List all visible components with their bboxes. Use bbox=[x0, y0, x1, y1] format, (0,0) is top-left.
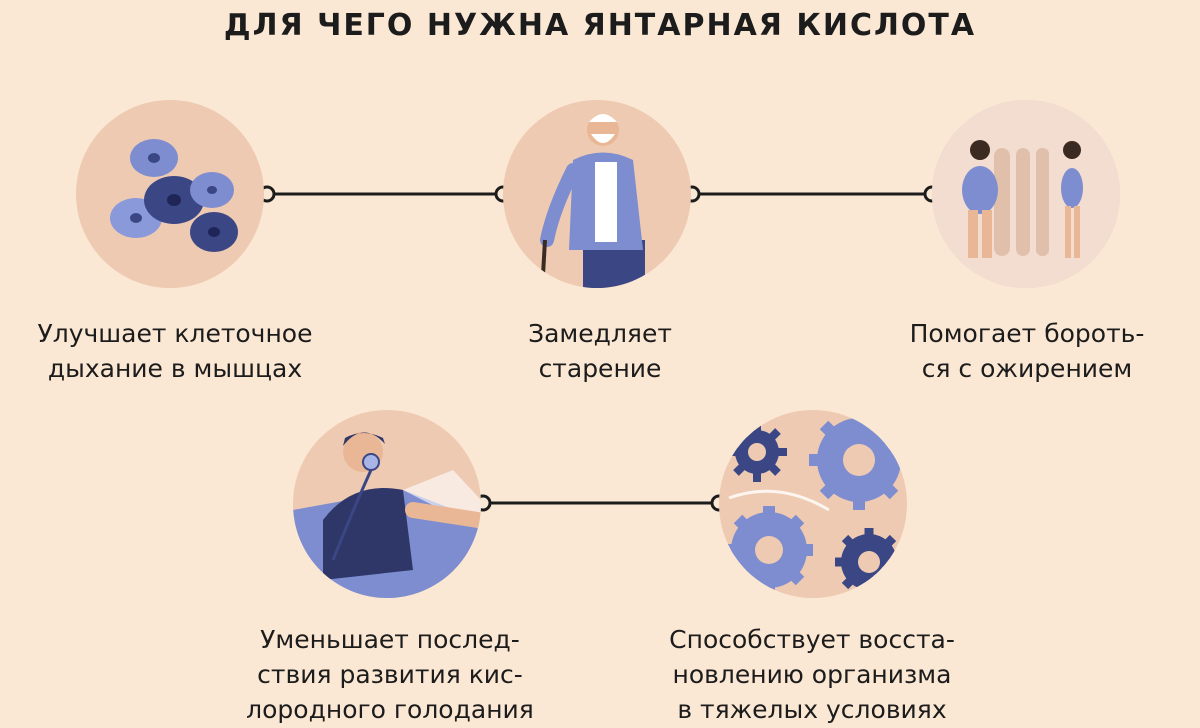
gears-illustration bbox=[719, 410, 907, 598]
caption-line: лородного голодания bbox=[246, 695, 534, 724]
elderly-man-illustration bbox=[503, 100, 691, 288]
caption-line: Улучшает клеточное bbox=[37, 319, 313, 348]
caption-line: Замедляет bbox=[528, 319, 672, 348]
caption-line: старение bbox=[538, 354, 662, 383]
caption-line: ся с ожирением bbox=[921, 354, 1133, 383]
caption-line: в тяжелых условиях bbox=[677, 695, 947, 724]
gears-icon bbox=[725, 410, 907, 596]
caption-line: ствия развития кис- bbox=[257, 660, 523, 689]
cells-illustration bbox=[76, 100, 264, 288]
caption-line: Помогает бороть- bbox=[909, 319, 1145, 348]
elderly-man-icon bbox=[540, 114, 645, 288]
caption-line: новлению организма bbox=[672, 660, 952, 689]
caption-slows-aging: Замедляет старение bbox=[445, 316, 755, 386]
page-title: ДЛЯ ЧЕГО НУЖНА ЯНТАРНАЯ КИСЛОТА bbox=[223, 8, 977, 43]
caption-cellular-respiration: Улучшает клеточное дыхание в мышцах bbox=[20, 316, 330, 386]
caption-line: Способствует восста- bbox=[669, 625, 955, 654]
oxygen-mask-illustration bbox=[293, 410, 481, 598]
cells-icon bbox=[110, 139, 238, 252]
oxygen-mask-icon bbox=[293, 432, 481, 598]
caption-recovery: Способствует восста- новлению организма … bbox=[642, 622, 982, 727]
weight-loss-illustration bbox=[932, 100, 1120, 288]
caption-line: Уменьшает послед- bbox=[260, 625, 520, 654]
caption-oxygen-deprivation: Уменьшает послед- ствия развития кис- ло… bbox=[220, 622, 560, 727]
weight-loss-icon bbox=[932, 100, 1120, 288]
caption-fights-obesity: Помогает бороть- ся с ожирением bbox=[862, 316, 1192, 386]
caption-line: дыхание в мышцах bbox=[47, 354, 303, 383]
